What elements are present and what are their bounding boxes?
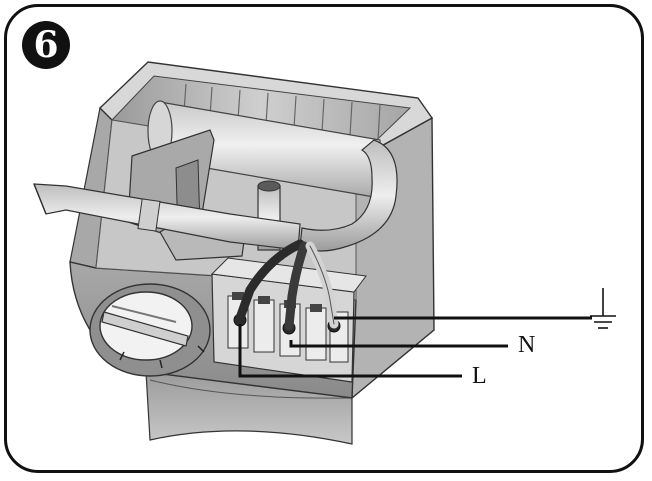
callout-lines [238,316,592,378]
cable-wires [235,239,339,331]
earth-ground-icon [590,288,616,329]
step-number-badge: 6 [22,21,70,69]
live-leader-line [238,324,462,378]
neutral-leader-line [289,340,508,348]
live-label: L [472,363,487,389]
neutral-label: N [518,332,536,358]
rotary-selector-knob [89,283,211,377]
